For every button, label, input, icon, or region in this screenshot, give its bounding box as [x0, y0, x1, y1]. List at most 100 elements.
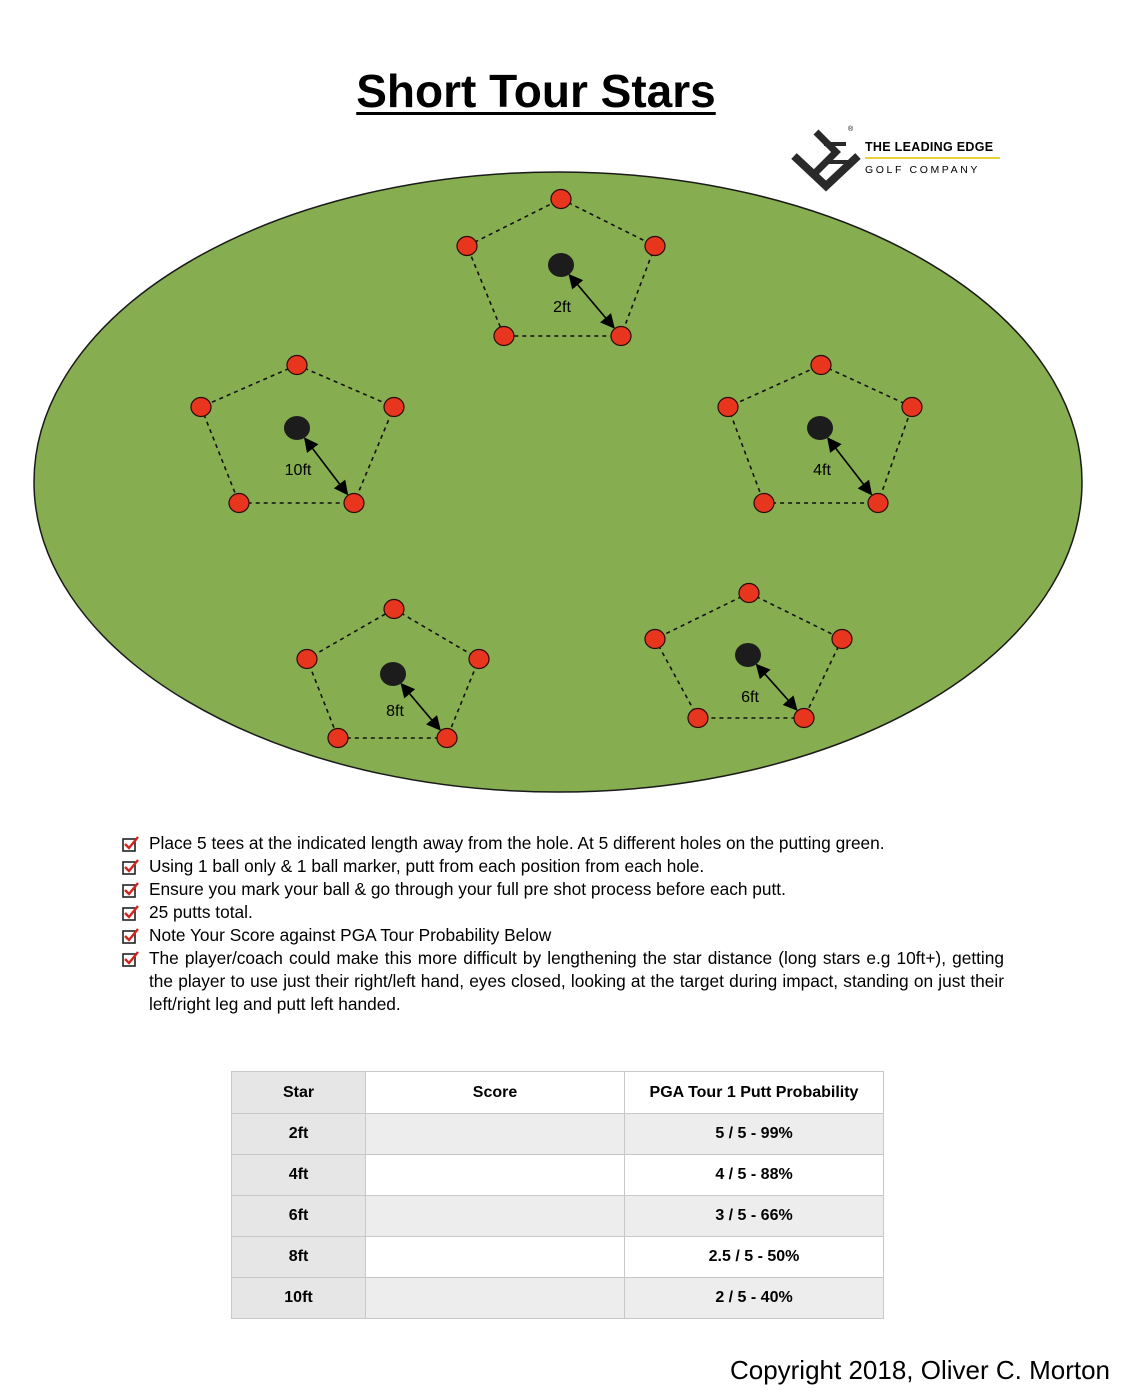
- instruction-text: Ensure you mark your ball & go through y…: [149, 879, 786, 899]
- distance-arrow: [827, 437, 873, 496]
- tee-marker: [228, 492, 250, 514]
- putting-green: [33, 171, 1083, 793]
- cell-star: 2ft: [231, 1113, 366, 1155]
- tee-marker: [468, 648, 490, 670]
- tee-marker: [383, 598, 405, 620]
- distance-arrow: [400, 682, 441, 731]
- tee-marker: [343, 492, 365, 514]
- tee-marker: [327, 727, 349, 749]
- distance-label: 8ft: [386, 703, 404, 720]
- distance-arrow: [755, 663, 798, 711]
- cell-score[interactable]: [365, 1154, 625, 1196]
- probability-table: Star Score PGA Tour 1 Putt Probability 2…: [231, 1071, 884, 1319]
- instruction-text: The player/coach could make this more di…: [149, 948, 1004, 1014]
- logo-line-2: GOLF COMPANY: [865, 164, 981, 176]
- tee-marker: [831, 628, 853, 650]
- distance-label: 10ft: [285, 462, 312, 479]
- logo-divider: [865, 157, 1000, 159]
- cell-probability: 4 / 5 - 88%: [624, 1154, 884, 1196]
- distance-label: 4ft: [813, 462, 831, 479]
- header-score: Score: [365, 1071, 625, 1114]
- instruction-item: Using 1 ball only & 1 ball marker, putt …: [120, 855, 1004, 878]
- tee-marker: [456, 235, 478, 257]
- table-row: 4ft 4 / 5 - 88%: [231, 1154, 884, 1196]
- instruction-item: The player/coach could make this more di…: [120, 947, 1004, 1016]
- distance-label: 2ft: [553, 299, 571, 316]
- star-6ft: 6ft: [644, 582, 853, 729]
- cell-score[interactable]: [365, 1277, 625, 1319]
- company-logo: ® THE LEADING EDGE GOLF COMPANY: [790, 126, 1010, 192]
- checkbox-checked-icon: [122, 951, 139, 967]
- hole: [548, 253, 574, 277]
- cell-probability: 2 / 5 - 40%: [624, 1277, 884, 1319]
- instruction-item: 25 putts total.: [120, 901, 1004, 924]
- instruction-text: Note Your Score against PGA Tour Probabi…: [149, 925, 552, 945]
- cell-score[interactable]: [365, 1236, 625, 1278]
- star-8ft: 8ft: [296, 598, 490, 749]
- tee-marker: [610, 325, 632, 347]
- tee-marker: [717, 396, 739, 418]
- checkbox-checked-icon: [122, 836, 139, 852]
- checkbox-checked-icon: [122, 859, 139, 875]
- star-outline: [726, 364, 913, 504]
- logo-line-1: THE LEADING EDGE: [865, 140, 994, 154]
- distance-arrow: [568, 273, 615, 329]
- checkbox-checked-icon: [122, 882, 139, 898]
- table-row: 8ft 2.5 / 5 - 50%: [231, 1236, 884, 1278]
- tee-marker: [753, 492, 775, 514]
- cell-probability: 2.5 / 5 - 50%: [624, 1236, 884, 1278]
- tee-marker: [296, 648, 318, 670]
- distance-arrow: [303, 437, 349, 496]
- page-title: Short Tour Stars: [356, 65, 716, 117]
- table-header-row: Star Score PGA Tour 1 Putt Probability: [231, 1071, 884, 1114]
- tee-marker: [190, 396, 212, 418]
- cell-star: 6ft: [231, 1195, 366, 1237]
- tee-marker: [810, 354, 832, 376]
- tee-marker: [436, 727, 458, 749]
- star-2ft: 2ft: [456, 188, 666, 347]
- tee-marker: [550, 188, 572, 210]
- tee-marker: [644, 628, 666, 650]
- star-4ft: 4ft: [717, 354, 923, 514]
- tee-marker: [286, 354, 308, 376]
- cell-score[interactable]: [365, 1113, 625, 1155]
- star-outline: [465, 198, 657, 337]
- tee-marker: [867, 492, 889, 514]
- tee-marker: [644, 235, 666, 257]
- star-outline: [199, 364, 396, 504]
- tee-marker: [738, 582, 760, 604]
- tee-marker: [901, 396, 923, 418]
- table-row: 2ft 5 / 5 - 99%: [231, 1113, 884, 1155]
- star-10ft: 10ft: [190, 354, 405, 514]
- hole: [380, 662, 406, 686]
- tee-marker: [493, 325, 515, 347]
- cell-score[interactable]: [365, 1195, 625, 1237]
- cell-probability: 3 / 5 - 66%: [624, 1195, 884, 1237]
- instruction-item: Note Your Score against PGA Tour Probabi…: [120, 924, 1004, 947]
- distance-label: 6ft: [741, 689, 759, 706]
- instruction-text: Using 1 ball only & 1 ball marker, putt …: [149, 856, 705, 876]
- cell-star: 8ft: [231, 1236, 366, 1278]
- header-probability: PGA Tour 1 Putt Probability: [624, 1071, 884, 1114]
- instruction-item: Ensure you mark your ball & go through y…: [120, 878, 1004, 901]
- table-row: 10ft 2 / 5 - 40%: [231, 1277, 884, 1319]
- cell-probability: 5 / 5 - 99%: [624, 1113, 884, 1155]
- hole: [807, 416, 833, 440]
- tee-marker: [687, 707, 709, 729]
- checkbox-checked-icon: [122, 928, 139, 944]
- tee-marker: [383, 396, 405, 418]
- star-outline: [306, 608, 481, 739]
- instructions-list: Place 5 tees at the indicated length awa…: [120, 832, 1004, 1016]
- putting-green-diagram: 2ft 10ft 4ft 8ft 6ft: [33, 171, 1083, 793]
- table-row: 6ft 3 / 5 - 66%: [231, 1195, 884, 1237]
- instruction-text: 25 putts total.: [149, 902, 253, 922]
- registered-mark: ®: [848, 126, 854, 133]
- hole: [735, 643, 761, 667]
- leading-edge-logo-icon: [791, 129, 861, 192]
- cell-star: 4ft: [231, 1154, 366, 1196]
- instruction-text: Place 5 tees at the indicated length awa…: [149, 833, 885, 853]
- instruction-item: Place 5 tees at the indicated length awa…: [120, 832, 1004, 855]
- copyright-text: Copyright 2018, Oliver C. Morton: [729, 1355, 1110, 1385]
- hole: [284, 416, 310, 440]
- checkbox-checked-icon: [122, 905, 139, 921]
